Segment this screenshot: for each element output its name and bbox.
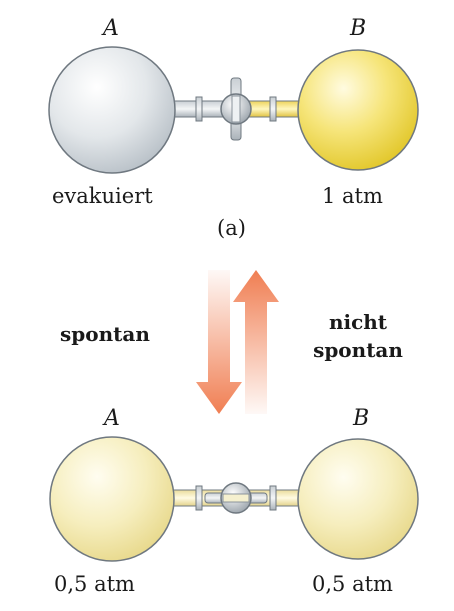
- bottom-label-b: B: [353, 406, 370, 431]
- top-apparatus: [48, 46, 419, 174]
- bottom-label-a: A: [104, 406, 120, 431]
- bottom-caption-b: 0,5 atm: [312, 572, 393, 596]
- bottom-collar-left: [195, 485, 203, 511]
- top-label-a: A: [103, 16, 119, 41]
- arrow-nonspontaneous-up: [233, 270, 279, 414]
- top-caption-a: evakuiert: [52, 184, 153, 208]
- bottom-apparatus: [49, 436, 419, 562]
- bottom-collar-right: [269, 485, 277, 511]
- top-collar-right: [269, 96, 277, 122]
- bottom-flask-b: [297, 438, 419, 560]
- nonspontaneous-label: nicht spontan: [298, 308, 418, 364]
- process-arrows: [196, 270, 279, 414]
- top-flask-a: [48, 46, 176, 174]
- top-valve-bore: [231, 95, 241, 123]
- top-caption-b: 1 atm: [322, 184, 383, 208]
- spontaneous-label: spontan: [60, 322, 150, 346]
- bottom-flask-a: [49, 436, 175, 562]
- nonspontaneous-line1: nicht: [328, 310, 388, 334]
- bottom-valve-bore: [222, 493, 250, 503]
- panel-label: (a): [217, 216, 246, 240]
- nonspontaneous-line2: spontan: [313, 338, 403, 362]
- top-collar-left: [195, 96, 203, 122]
- bottom-caption-a: 0,5 atm: [54, 572, 135, 596]
- top-flask-b: [297, 49, 419, 171]
- top-label-b: B: [350, 16, 367, 41]
- arrow-spontaneous-down: [196, 270, 242, 414]
